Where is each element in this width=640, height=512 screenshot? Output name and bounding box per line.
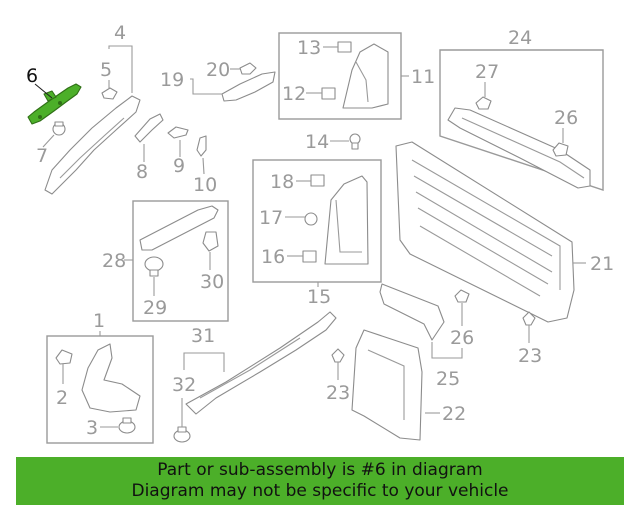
part-17-clip[interactable]	[304, 212, 318, 226]
part-12-clip[interactable]	[321, 87, 336, 100]
callout-18[interactable]: 18	[270, 171, 294, 193]
part-18-clip[interactable]	[310, 174, 325, 187]
part-14-clip[interactable]	[349, 133, 361, 150]
part-19-bracket[interactable]	[221, 71, 276, 102]
part-4-pillar-trim[interactable]	[44, 95, 141, 195]
callout-10[interactable]: 10	[193, 174, 217, 196]
callout-26-lower[interactable]: 26	[450, 327, 474, 349]
callout-3[interactable]: 3	[86, 417, 98, 439]
callout-9[interactable]: 9	[173, 155, 185, 177]
group-box-28	[132, 200, 229, 322]
leader-7	[42, 134, 55, 148]
callout-20[interactable]: 20	[206, 59, 230, 81]
callout-24[interactable]: 24	[508, 27, 532, 49]
group-box-15	[252, 159, 382, 283]
part-28-sill[interactable]	[139, 205, 219, 251]
part-11-panel[interactable]	[342, 43, 389, 109]
callout-13[interactable]: 13	[297, 37, 321, 59]
part-26-clip-lower[interactable]	[454, 289, 470, 303]
group-box-24	[439, 49, 604, 191]
callout-27[interactable]: 27	[475, 61, 499, 83]
part-6-bracket[interactable]	[27, 83, 82, 125]
part-13-clip[interactable]	[337, 41, 352, 53]
banner-line-2: Diagram may not be specific to your vehi…	[131, 481, 509, 501]
callout-2[interactable]: 2	[56, 387, 68, 409]
part-3-clip[interactable]	[118, 417, 136, 434]
leader-10	[202, 157, 205, 175]
callout-26-upper[interactable]: 26	[554, 107, 578, 129]
part-10-clip[interactable]	[196, 135, 207, 157]
callout-22[interactable]: 22	[442, 403, 466, 425]
part-25-bracket[interactable]	[379, 283, 445, 341]
leader-4	[108, 45, 133, 93]
part-32-clip[interactable]	[173, 426, 191, 443]
callout-12[interactable]: 12	[282, 83, 306, 105]
callout-6[interactable]: 6	[26, 65, 38, 87]
part-22-bracket[interactable]	[351, 329, 423, 441]
callout-16[interactable]: 16	[261, 246, 285, 268]
callout-4[interactable]: 4	[114, 22, 126, 44]
part-29-clip[interactable]	[144, 256, 164, 277]
callout-23-left[interactable]: 23	[326, 382, 350, 404]
callout-23-right[interactable]: 23	[518, 345, 542, 367]
part-23-clip-left[interactable]	[331, 348, 345, 363]
part-8-bracket[interactable]	[134, 113, 164, 143]
banner-line-1: Part or sub-assembly is #6 in diagram	[157, 460, 483, 480]
callout-17[interactable]: 17	[259, 207, 283, 229]
callout-31[interactable]: 31	[191, 325, 215, 347]
part-16-clip[interactable]	[302, 250, 317, 263]
part-info-banner: Part or sub-assembly is #6 in diagram Di…	[16, 457, 624, 505]
callout-28[interactable]: 28	[102, 250, 126, 272]
leader-6	[34, 83, 53, 99]
callout-30[interactable]: 30	[200, 271, 224, 293]
callout-7[interactable]: 7	[36, 145, 48, 167]
part-9-clip[interactable]	[167, 126, 189, 139]
leader-31	[183, 352, 225, 372]
leader-25	[431, 342, 463, 359]
callout-29[interactable]: 29	[143, 297, 167, 319]
callout-5[interactable]: 5	[100, 59, 112, 81]
part-26-clip-upper[interactable]	[552, 142, 569, 157]
callout-14[interactable]: 14	[305, 131, 329, 153]
callout-32[interactable]: 32	[172, 374, 196, 396]
part-5-clip[interactable]	[101, 87, 118, 100]
callout-11[interactable]: 11	[411, 66, 435, 88]
part-2-clip[interactable]	[55, 349, 73, 365]
callout-15[interactable]: 15	[307, 286, 331, 308]
part-24-rail[interactable]	[447, 107, 591, 189]
part-27-clip[interactable]	[475, 96, 492, 110]
callout-19[interactable]: 19	[160, 69, 184, 91]
part-31-rail[interactable]	[185, 311, 337, 415]
part-21-panel[interactable]	[395, 141, 575, 323]
callout-1[interactable]: 1	[93, 310, 105, 332]
callout-21[interactable]: 21	[590, 253, 614, 275]
part-20-clip[interactable]	[239, 62, 257, 75]
part-23-clip-right[interactable]	[522, 311, 536, 326]
part-1-corner-trim[interactable]	[81, 343, 141, 413]
callout-25[interactable]: 25	[436, 368, 460, 390]
callout-8[interactable]: 8	[136, 161, 148, 183]
part-15-panel[interactable]	[324, 175, 369, 265]
part-7-clip[interactable]	[52, 121, 66, 136]
leader-19	[190, 78, 222, 95]
part-30-clip[interactable]	[202, 231, 219, 252]
